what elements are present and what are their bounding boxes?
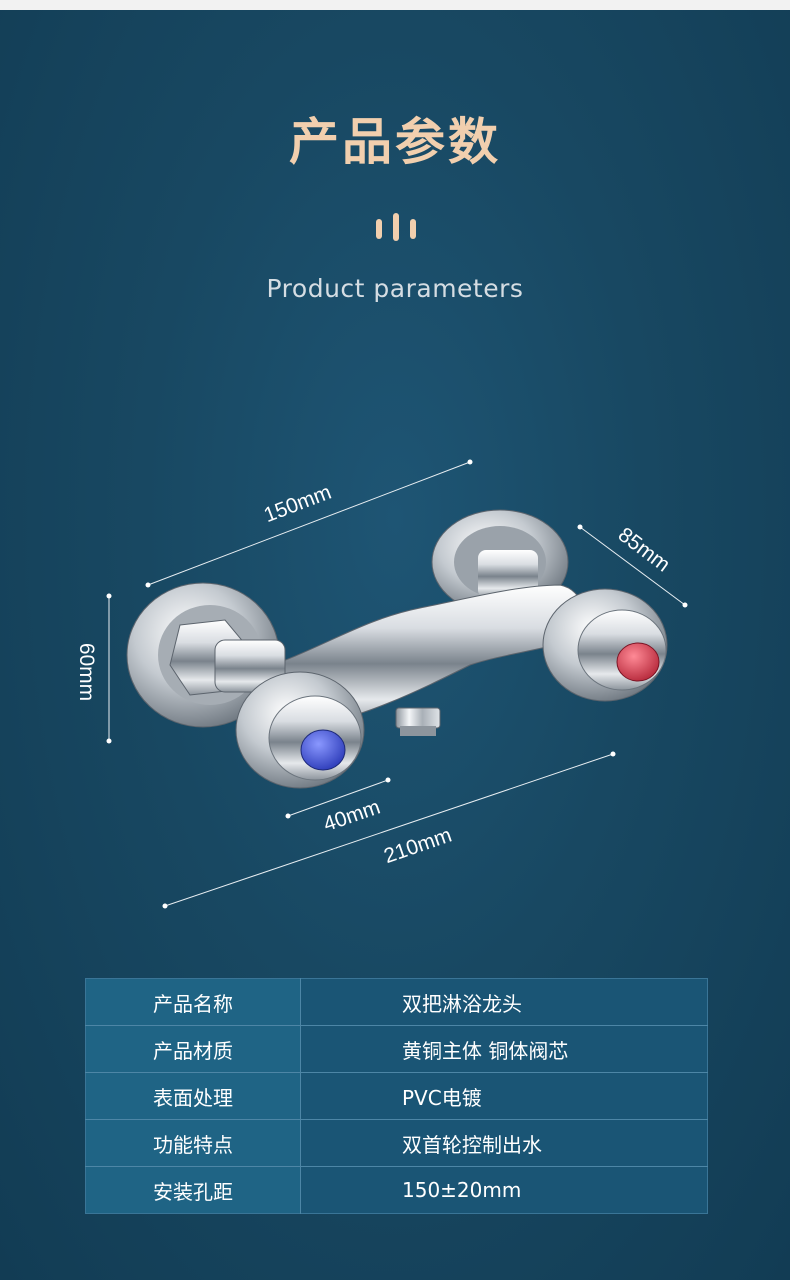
faucet-illustration: 150mm 85mm 60mm 40mm 210mm	[75, 459, 688, 909]
spec-value: 黄铜主体 铜体阀芯	[300, 1025, 708, 1073]
spec-label: 产品材质	[85, 1025, 301, 1073]
outlet-fitting	[395, 707, 441, 736]
spec-table: 产品名称 双把淋浴龙头 产品材质 黄铜主体 铜体阀芯 表面处理 PVC电镀 功能…	[85, 978, 708, 1214]
dimension-lines	[106, 459, 688, 909]
dim-label-top-length: 150mm	[261, 481, 335, 528]
spec-value: PVC电镀	[300, 1072, 708, 1120]
cold-water-handle	[235, 671, 365, 789]
dim-label-height: 60mm	[75, 643, 98, 701]
section-title: 产品参数	[289, 113, 501, 171]
decorative-bars-icon	[373, 210, 419, 241]
product-parameters-panel: 产品参数 Product parameters	[0, 10, 790, 1280]
spec-value: 双把淋浴龙头	[300, 978, 708, 1026]
spec-label: 功能特点	[85, 1119, 301, 1167]
dim-label-depth: 85mm	[614, 523, 674, 576]
table-row: 表面处理 PVC电镀	[85, 1072, 708, 1120]
spec-label: 产品名称	[85, 978, 301, 1026]
table-row: 安装孔距 150±20mm	[85, 1166, 708, 1214]
hot-water-handle	[542, 588, 668, 702]
table-row: 功能特点 双首轮控制出水	[85, 1119, 708, 1167]
dim-label-total-length: 210mm	[381, 824, 455, 869]
spec-value: 双首轮控制出水	[300, 1119, 708, 1167]
table-row: 产品材质 黄铜主体 铜体阀芯	[85, 1025, 708, 1073]
dim-label-handle: 40mm	[321, 795, 384, 836]
spec-value: 150±20mm	[300, 1166, 708, 1214]
table-row: 产品名称 双把淋浴龙头	[85, 978, 708, 1026]
left-wall-flange	[126, 582, 286, 728]
spec-label: 表面处理	[85, 1072, 301, 1120]
spec-label: 安装孔距	[85, 1166, 301, 1214]
section-subtitle: Product parameters	[266, 274, 524, 303]
